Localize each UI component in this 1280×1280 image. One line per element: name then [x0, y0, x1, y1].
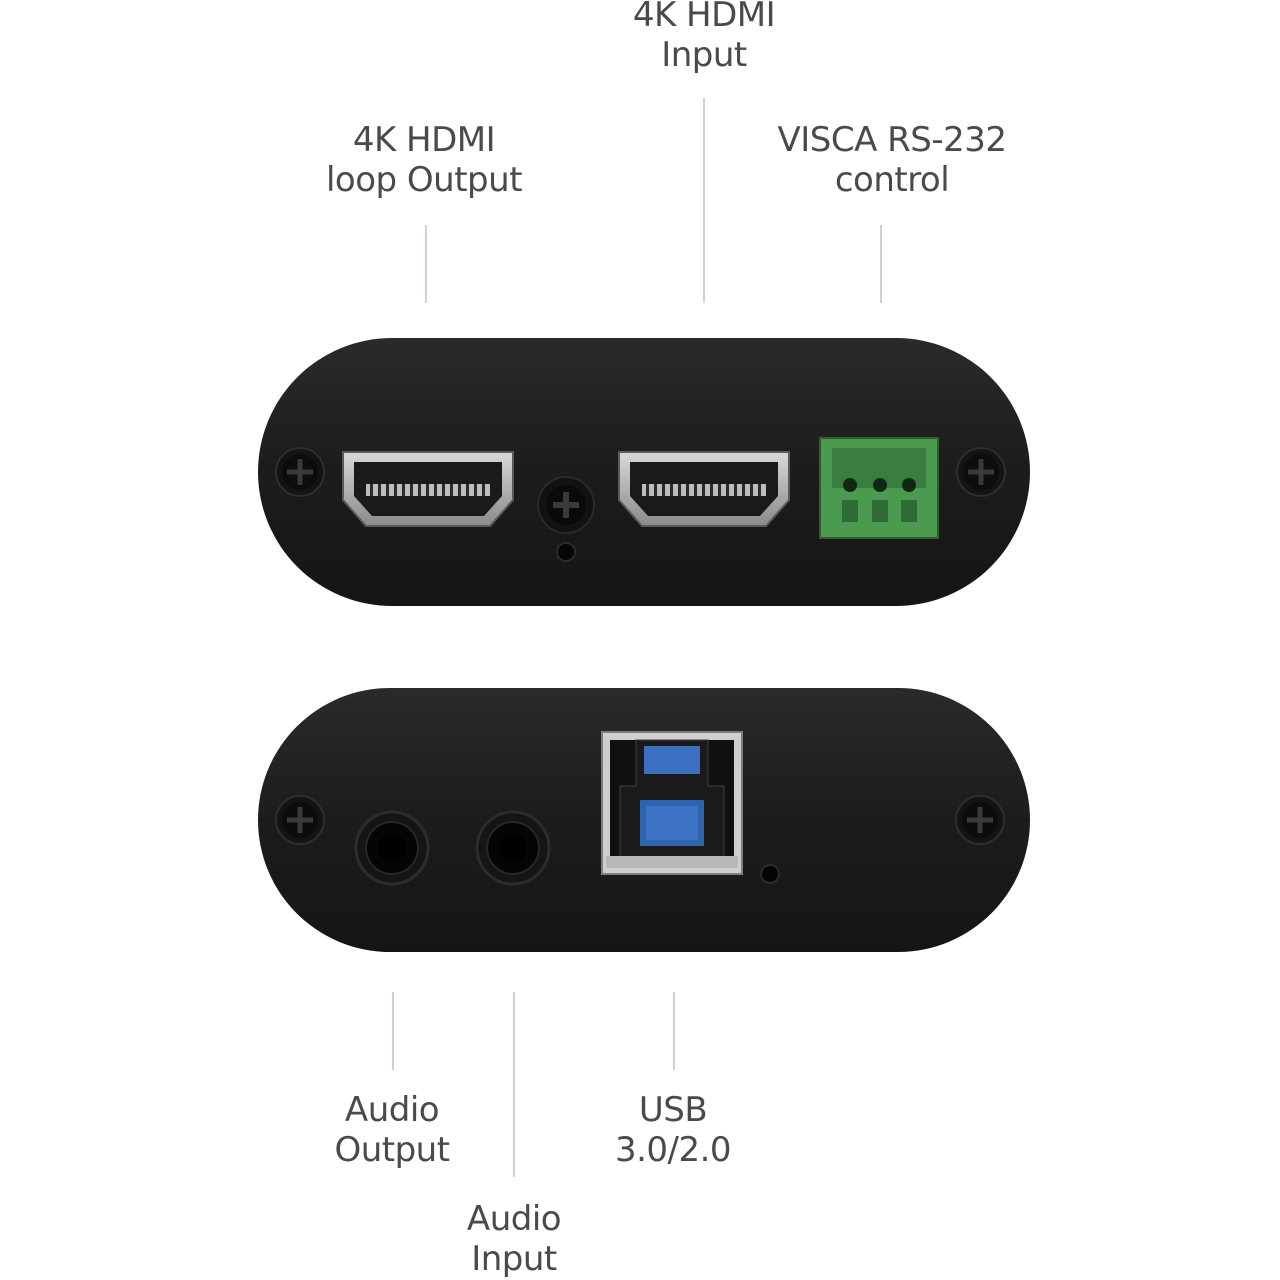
label-usb-line1: USB — [638, 1090, 708, 1130]
label-usb-line2: 3.0/2.0 — [614, 1130, 732, 1170]
leader-hdmi-input — [703, 98, 705, 303]
label-audio-output-line2: Output — [334, 1130, 450, 1170]
label-audio-input-line2: Input — [471, 1239, 557, 1279]
label-audio-input: Audio Input — [466, 1199, 562, 1279]
visca-terminal-block — [819, 437, 939, 539]
hdmi-loop-output-port — [342, 451, 514, 527]
led-indicator — [556, 542, 576, 562]
bottom-panel — [258, 688, 1030, 952]
usb-led-indicator — [760, 864, 780, 884]
leader-usb — [673, 992, 675, 1070]
hdmi-input-port — [618, 451, 790, 527]
usb-port — [601, 731, 743, 875]
label-hdmi-input: 4K HDMI Input — [632, 0, 776, 75]
leader-audio-input — [513, 992, 515, 1177]
leader-hdmi-loop — [425, 225, 427, 303]
label-hdmi-loop-line2: loop Output — [325, 160, 523, 200]
label-visca-line2: control — [834, 160, 950, 200]
leader-audio-output — [392, 992, 394, 1070]
label-hdmi-input-line1: 4K HDMI — [632, 0, 776, 35]
label-hdmi-input-line2: Input — [661, 35, 747, 75]
label-hdmi-loop-output: 4K HDMI loop Output — [325, 120, 523, 200]
center-screw-icon — [537, 476, 595, 534]
screw-icon — [956, 447, 1006, 497]
screw-icon — [275, 447, 325, 497]
label-usb: USB 3.0/2.0 — [614, 1090, 732, 1170]
audio-input-jack — [475, 810, 551, 886]
label-audio-output-line1: Audio — [344, 1090, 440, 1130]
label-visca-line1: VISCA RS-232 — [777, 120, 1007, 160]
top-panel — [258, 338, 1030, 606]
screw-icon — [275, 795, 325, 845]
audio-output-jack — [354, 810, 430, 886]
leader-visca — [880, 225, 882, 303]
label-audio-input-line1: Audio — [466, 1199, 562, 1239]
label-visca-rs232: VISCA RS-232 control — [777, 120, 1007, 200]
label-audio-output: Audio Output — [334, 1090, 450, 1170]
label-hdmi-loop-line1: 4K HDMI — [352, 120, 496, 160]
screw-icon — [955, 795, 1005, 845]
